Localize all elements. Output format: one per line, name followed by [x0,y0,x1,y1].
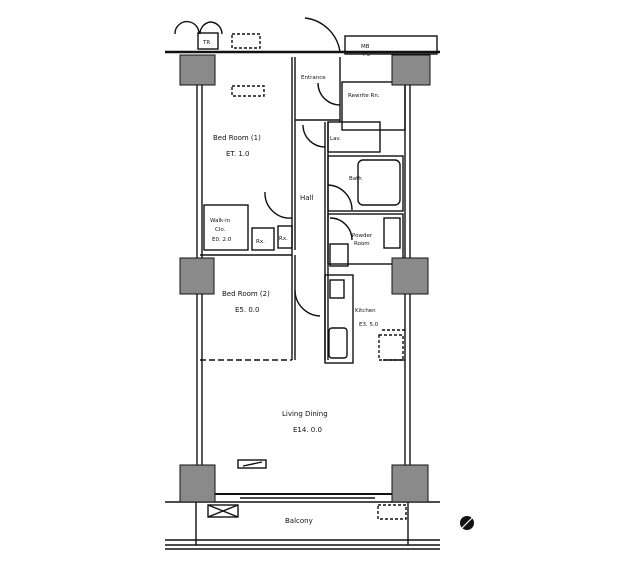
powder-room-label: Powder [352,233,373,239]
hall-label: Hall [300,194,313,202]
tr-label: TR [202,40,210,46]
entrance-label: Entrance [301,75,326,81]
living-dining-area: E14. 0.0 [293,426,322,434]
balcony-label: Balcony [285,517,313,525]
rx-label-2: Rx. [279,236,288,242]
mb-label: MB [361,44,370,50]
lav-label: Lav. [330,136,341,142]
bedroom1-area: ET. 1.0 [226,150,249,158]
bedroom1-label: Bed Room (1) [213,134,261,142]
rx-label-1: Rx. [256,239,265,245]
walkin-area: E0. 2.0 [212,237,232,243]
kitchen-area: E3. 5.0 [359,322,379,328]
compass [460,515,475,530]
walls [165,17,440,550]
columns [179,54,431,503]
walkin-label: Walk-in [210,218,231,224]
ps-label: PS [363,52,370,58]
kitchen-label: Kitchen [355,308,376,314]
living-dining-label: Living Dining [282,410,328,418]
powder-room-label2: Room [354,241,370,247]
bath-label: Bath [349,176,362,182]
rewrite-room-label: Rewrite Rn. [348,93,380,99]
bedroom2-label: Bed Room (2) [222,290,270,298]
bedroom2-area: E5. 0.0 [235,306,259,314]
walkin-label2: Clo. [215,227,226,233]
